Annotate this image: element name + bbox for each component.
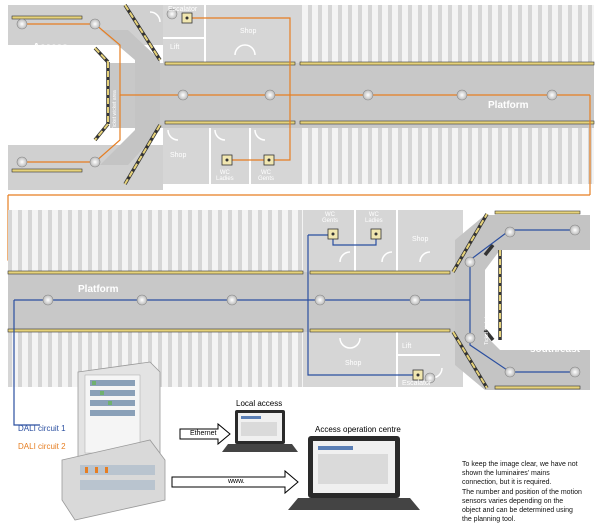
ethernet-arrow (179, 422, 231, 446)
label-ethernet: Ethernet (190, 430, 217, 437)
luminaire-strip (299, 120, 595, 125)
label-ticket-wicket-right: Ticket wicket area (484, 305, 490, 345)
label-platform-bottom: Platform (78, 284, 119, 295)
label-access-south-west: Access south/west (25, 125, 78, 146)
bottom-station (7, 210, 590, 426)
label-shop-top: Shop (240, 28, 257, 35)
www-arrow (171, 469, 299, 495)
note-motion-sensors: The number and position of the motion se… (462, 489, 582, 523)
laptop-local-access (222, 410, 298, 452)
top-station (7, 4, 595, 261)
label-access-north-west: Access north/west (25, 42, 76, 63)
motion-sensors (16, 8, 558, 168)
label-shop-bottom: Shop (345, 360, 362, 367)
control-cabinet (61, 361, 166, 521)
luminaire-strip (299, 61, 595, 66)
label-platform-top: Platform (488, 100, 529, 111)
label-www: www. (228, 478, 245, 485)
label-escalator-top: Escalator (168, 6, 198, 13)
dali-circuit-1-wiring (13, 229, 575, 426)
label-wc-gents-top: WC Gents (258, 170, 275, 182)
note-mains-connection: To keep the image clear, we have not sho… (462, 461, 578, 486)
label-access-south-east: Access south/east (530, 334, 581, 355)
label-access-north-east: Access north/east (530, 252, 579, 273)
label-ticket-wicket-left: Ticket wicket area (112, 90, 118, 130)
legend-dali-circuit-1: DALI circuit 1 (18, 424, 66, 433)
label-wc-ladies-top: WC Ladies (216, 170, 234, 182)
label-shop-bottom-right: Shop (412, 236, 429, 243)
laptop-operation-centre (288, 436, 420, 510)
label-wc-gents-bottom: WC Gents (322, 212, 339, 224)
label-local-access: Local access (236, 399, 283, 408)
legend-dali-circuit-2: DALI circuit 2 (18, 442, 66, 451)
label-operation-centre: Access operation centre (315, 425, 401, 434)
label-lift-top: Lift (170, 44, 180, 51)
label-wc-ladies-bottom: WC Ladies (365, 212, 383, 224)
label-shop-mid: Shop (170, 152, 187, 159)
label-escalator-bottom: Escalator (402, 380, 432, 387)
label-lift-bottom: Lift (402, 343, 412, 350)
